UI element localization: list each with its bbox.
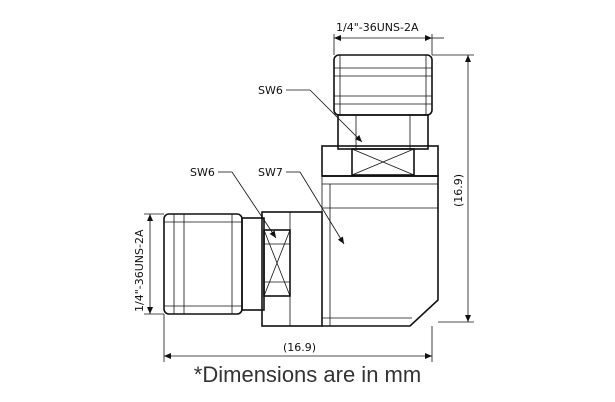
elbow-body-sw7 xyxy=(321,175,439,327)
leader-sw6-left xyxy=(218,171,277,239)
left-collar xyxy=(261,211,323,327)
sw6-label-top: SW6 xyxy=(258,84,283,97)
left-coupling-nut xyxy=(163,213,243,315)
leader-sw7 xyxy=(286,171,345,245)
left-hex-sw6 xyxy=(241,217,291,311)
dimension-right xyxy=(432,54,474,323)
sw7-label: SW7 xyxy=(258,166,283,179)
dimension-left-thread xyxy=(144,213,164,315)
dimension-bottom-value: (16.9) xyxy=(283,341,316,354)
leader-sw6-top xyxy=(286,89,363,143)
dimension-right-value: (16.9) xyxy=(452,174,465,207)
dimensions-caption: *Dimensions are in mm xyxy=(193,362,422,387)
sw6-label-left: SW6 xyxy=(190,166,215,179)
top-hex-sw6 xyxy=(337,114,429,176)
thread-label-left: 1/4"-36UNS-2A xyxy=(133,229,146,312)
thread-label-top: 1/4"-36UNS-2A xyxy=(336,21,419,34)
dimension-bottom xyxy=(163,314,433,362)
top-coupling-nut xyxy=(333,54,433,116)
dimension-top-thread xyxy=(333,34,444,55)
